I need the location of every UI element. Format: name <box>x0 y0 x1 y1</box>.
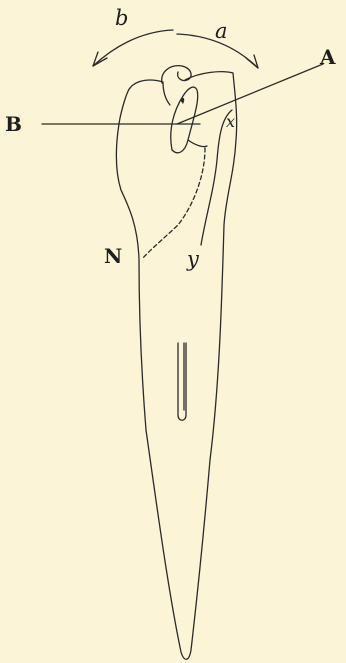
label-x: x <box>226 112 235 131</box>
line-A <box>177 64 323 124</box>
dashed-line-N <box>143 148 205 258</box>
label-B: B <box>5 112 22 136</box>
head-top-fold <box>162 66 191 83</box>
label-a: a <box>215 19 228 43</box>
central-body <box>178 343 186 420</box>
head-right-lobe <box>185 72 233 80</box>
label-y: y <box>186 247 200 271</box>
label-b: b <box>115 6 128 30</box>
head-left-lobe <box>130 80 170 105</box>
body-outline <box>116 73 236 659</box>
label-N: N <box>104 244 122 268</box>
label-A: A <box>319 45 336 69</box>
oral-opening-inner <box>188 140 207 147</box>
rotation-arrow-b <box>93 30 173 66</box>
